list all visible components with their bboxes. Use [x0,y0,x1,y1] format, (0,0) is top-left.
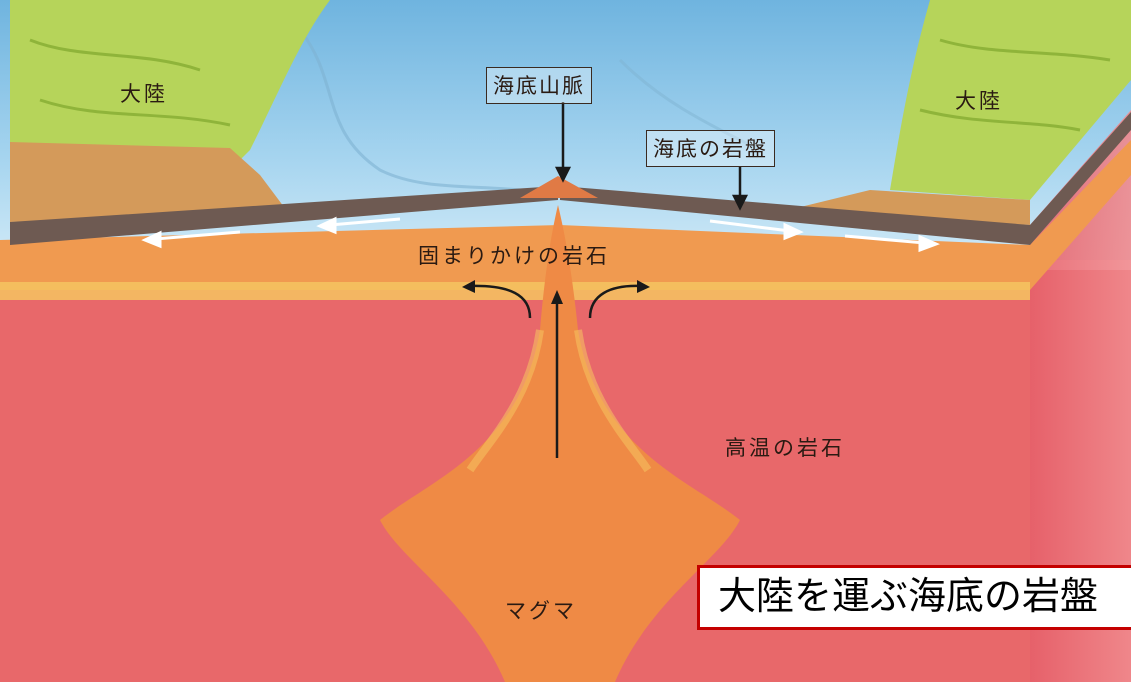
right-continent-land [890,0,1131,200]
left-plate [10,186,558,245]
solidifying-rock-layer [0,140,1131,290]
label-magma: マグマ [505,599,577,623]
plate-motion-arrows [141,216,940,253]
label-hot-rock: 高温の岩石 [725,436,845,460]
left-continent-soil [10,142,290,222]
label-solidifying-rock: 固まりかけの岩石 [418,244,610,268]
upwelling-arrows [462,280,650,458]
label-pointers [554,102,749,211]
label-seafloor-plate: 海底の岩盤 [646,130,775,167]
left-continent-land [10,0,330,180]
right-continent-soil [780,190,1030,225]
right-plate [560,112,1131,245]
magma-plume [380,205,740,682]
label-continent-left: 大陸 [120,82,168,106]
label-continent-right: 大陸 [955,89,1003,113]
label-ridge: 海底山脈 [486,67,592,104]
caption-box: 大陸を運ぶ海底の岩盤 [697,565,1131,630]
ridge-peak [520,176,598,198]
